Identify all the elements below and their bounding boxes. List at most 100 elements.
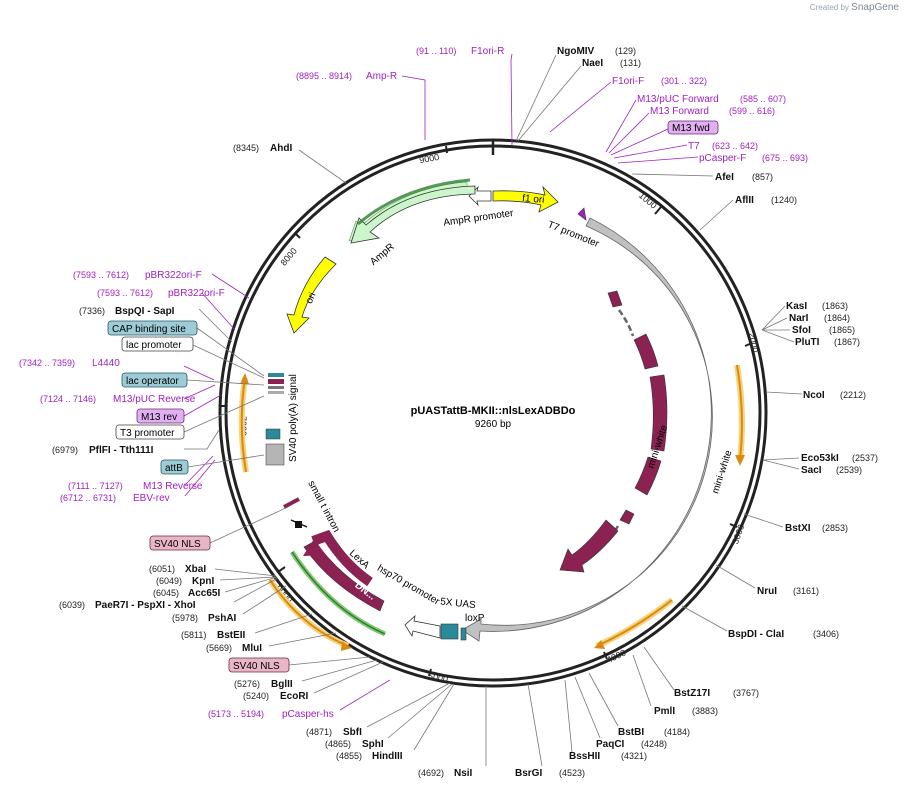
box-sv40-nls-1: SV40 NLS [149, 506, 289, 551]
svg-text:PflFI - Tth111I: PflFI - Tth111I [89, 445, 154, 456]
svg-text:BglII: BglII [271, 679, 293, 690]
svg-text:SV40 NLS: SV40 NLS [154, 539, 201, 550]
svg-text:M13/pUC Forward: M13/pUC Forward [637, 94, 719, 105]
orange-orfs [238, 364, 745, 651]
primer-pcasper-f: pCasper-F (675 .. 693) [617, 153, 808, 164]
tick-9000: 9000 [419, 145, 448, 165]
svg-text:(1864): (1864) [824, 313, 850, 323]
tick-2000: 2000 [744, 332, 760, 353]
box-cap-binding-site: CAP binding site [107, 320, 265, 377]
svg-text:Amp-R: Amp-R [366, 71, 397, 82]
primer-pcasper-hs: (5173 .. 5194) pCasper-hs [208, 679, 391, 720]
svg-text:(585 .. 607): (585 .. 607) [740, 94, 786, 104]
svg-text:BstZ17I: BstZ17I [674, 688, 710, 699]
primer-t7: T7 (623 .. 642) [613, 141, 758, 159]
enzyme-paer7i-pspxi-xhoi: (6039) PaeR7I - PspXI - XhoI [59, 577, 279, 611]
ori-label: ori [304, 291, 319, 306]
snapgene-logo: SnapGene [851, 2, 899, 13]
sv40-polya-label: SV40 poly(A) signal [288, 374, 299, 462]
enzyme-kasi: KasI (1863) [761, 301, 848, 331]
svg-text:(6045): (6045) [153, 588, 179, 598]
box-lac-operator: lac operator [121, 372, 265, 388]
tick-label: 5000 [427, 671, 448, 684]
svg-text:(4692): (4692) [418, 768, 444, 778]
svg-text:M13 Reverse: M13 Reverse [143, 481, 203, 492]
enzyme-hindiii: (4855) HindIII [336, 683, 455, 762]
box-sv40-nls-2: SV40 NLS [228, 656, 371, 673]
primer-l4440: (7593 .. 7612) pBR322ori-F [97, 288, 236, 331]
svg-text:SV40 NLS: SV40 NLS [233, 661, 280, 672]
svg-text:(4865): (4865) [325, 739, 351, 749]
svg-text:AhdI: AhdI [270, 143, 292, 154]
enzyme-afei: AfeI (857) [631, 172, 773, 183]
enzyme-bsrgi: BsrGI (4523) [515, 683, 585, 779]
svg-text:(1865): (1865) [829, 325, 855, 335]
small-t-intron-label: small t intron [305, 479, 341, 534]
svg-text:SacI: SacI [801, 465, 822, 476]
mini-white-inner-label: mini-white [646, 423, 671, 470]
svg-text:M13/pUC Reverse: M13/pUC Reverse [113, 394, 196, 405]
enzyme-naei: NaeI (131) [517, 58, 641, 142]
primer-m13-puc-reverse: (7342 .. 7359) L4440 [19, 358, 215, 381]
uas-feature: 5X UAS [404, 596, 477, 640]
tick-label: 2000 [747, 332, 760, 353]
svg-text:lac operator: lac operator [126, 376, 179, 387]
enzyme-ecori: (5240) EcoRI [243, 661, 384, 702]
plasmid-length: 9260 bp [475, 419, 512, 430]
mini-white-outer-label: mini-white [710, 449, 735, 496]
svg-text:M13 Forward: M13 Forward [650, 106, 709, 117]
svg-text:L4440: L4440 [92, 358, 120, 369]
svg-text:CAP binding site: CAP binding site [112, 324, 186, 335]
svg-text:NarI: NarI [789, 313, 809, 324]
enzyme-ahdi: (8345) AhdI [233, 143, 347, 184]
tick-label: 4000 [605, 648, 627, 666]
enzyme-bstxi: BstXI (2853) [743, 513, 848, 534]
tick-label: 9000 [419, 152, 440, 165]
svg-text:PluTI: PluTI [795, 337, 820, 348]
svg-text:pBR322ori-F: pBR322ori-F [145, 270, 202, 281]
enzyme-nsii: (4692) NsiI [418, 686, 487, 779]
svg-text:(6712 .. 6731): (6712 .. 6731) [60, 493, 116, 503]
svg-text:attB: attB [165, 463, 183, 474]
enzyme-bspqi-sapi: (7336) BspQI - SapI [79, 306, 233, 343]
enzyme-ngomiv: NgoMIV (129) [515, 46, 636, 142]
svg-text:Eco53kI: Eco53kI [801, 453, 839, 464]
svg-text:(4871): (4871) [306, 727, 332, 737]
plasmid-name: pUASTattB-MKII::nlsLexADBDo [411, 405, 576, 417]
svg-text:(129): (129) [615, 46, 636, 56]
svg-text:(8895 .. 8914): (8895 .. 8914) [296, 71, 352, 81]
svg-text:pBR322ori-F: pBR322ori-F [168, 288, 225, 299]
svg-text:NgoMIV: NgoMIV [557, 46, 595, 57]
hsp70-promoter-label: hsp70 promoter [375, 563, 442, 608]
enzyme-pflfi-tth111i: (6979) PflFI - Tth111I [52, 429, 220, 456]
svg-text:BspDI - ClaI: BspDI - ClaI [728, 629, 784, 640]
f1-ori-label: f1 ori [522, 193, 545, 206]
svg-text:NaeI: NaeI [582, 58, 603, 69]
tick-label: 3000 [730, 523, 746, 545]
svg-text:(3406): (3406) [813, 629, 839, 639]
svg-text:(6979): (6979) [52, 445, 78, 455]
enzyme-xbai: (6051) XbaI [149, 564, 277, 577]
tick-5000: 5000 [427, 668, 449, 684]
svg-text:F1ori-R: F1ori-R [471, 46, 504, 57]
svg-text:(857): (857) [752, 172, 773, 182]
enzyme-saci: SacI (2539) [762, 459, 862, 476]
svg-text:(7342 .. 7359): (7342 .. 7359) [19, 358, 75, 368]
tick-4000: 4000 [603, 648, 627, 666]
svg-text:(4184): (4184) [664, 727, 690, 737]
svg-text:lac promoter: lac promoter [126, 340, 182, 351]
f1-ori-feature: f1 ori [492, 185, 559, 213]
svg-text:(7336): (7336) [79, 306, 105, 316]
svg-text:F1ori-F: F1ori-F [612, 76, 644, 87]
enzyme-sphi: (4865) SphI [325, 683, 453, 750]
enzyme-paqci: PaqCI (4248) [574, 676, 667, 750]
enzyme-acc65i: (6045) Acc65I [153, 576, 278, 599]
primer-ebv-rev: (7111 .. 7127) M13 Reverse [68, 455, 214, 492]
svg-text:PshAI: PshAI [208, 613, 237, 624]
svg-text:BstEII: BstEII [217, 630, 246, 641]
svg-text:(5173 .. 5194): (5173 .. 5194) [208, 709, 264, 719]
svg-text:EBV-rev: EBV-rev [133, 493, 170, 504]
small-t-intron-feature: small t intron [283, 479, 342, 534]
svg-text:(5669): (5669) [206, 643, 232, 653]
